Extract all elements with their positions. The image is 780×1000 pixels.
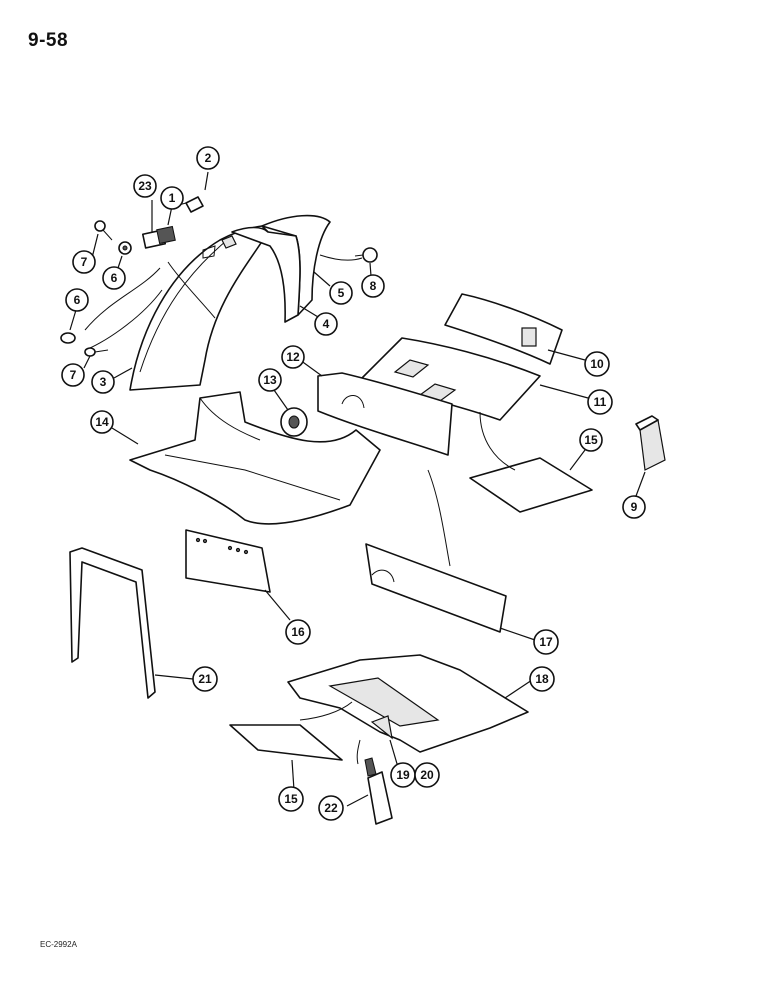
callout-12-label: 12	[286, 350, 300, 364]
callout-21: 21	[192, 666, 218, 692]
callout-4: 4	[314, 312, 338, 336]
callout-23-label: 23	[138, 179, 152, 193]
block-part-9	[635, 415, 666, 471]
callout-9: 9	[622, 495, 646, 519]
pad-part-19-20	[370, 715, 393, 740]
panel-part-17	[365, 543, 507, 633]
callout-7-upper: 7	[72, 250, 96, 274]
clip-part-1	[156, 225, 176, 245]
callout-2: 2	[196, 146, 220, 170]
callout-17: 17	[533, 629, 559, 655]
callout-22-label: 22	[324, 801, 338, 815]
screw-part-7-upper	[94, 220, 113, 241]
callout-3: 3	[91, 370, 115, 394]
panel-part-12	[317, 372, 453, 456]
callout-4-label: 4	[323, 317, 330, 331]
callout-8: 8	[361, 274, 385, 298]
callout-14: 14	[90, 410, 114, 434]
callout-6-upper-label: 6	[111, 271, 118, 285]
page-number: 9-58	[28, 30, 69, 51]
callout-5-label: 5	[338, 286, 345, 300]
bracket-plate-part-16	[185, 529, 271, 593]
seal-frame-part-21	[69, 547, 156, 699]
callout-11: 11	[587, 389, 613, 415]
callout-1-label: 1	[169, 191, 176, 205]
callout-21-label: 21	[198, 672, 212, 686]
callout-19-label: 19	[396, 768, 410, 782]
callout-16: 16	[285, 619, 311, 645]
floor-tray-part-14	[129, 391, 381, 525]
callout-23: 23	[133, 174, 157, 198]
push-rivet-part-8	[354, 247, 378, 263]
callout-9-label: 9	[631, 500, 638, 514]
callout-7-lower: 7	[61, 363, 85, 387]
fender-trim-part	[129, 214, 331, 391]
callout-20-label: 20	[420, 768, 434, 782]
callout-18: 18	[529, 666, 555, 692]
callout-12: 12	[281, 345, 305, 369]
callout-1: 1	[160, 186, 184, 210]
callout-15-lower: 15	[278, 786, 304, 812]
callout-17-label: 17	[539, 635, 553, 649]
drawing-code: EC-2992A	[40, 940, 77, 949]
callout-13: 13	[258, 368, 282, 392]
callout-2-label: 2	[205, 151, 212, 165]
callout-10: 10	[584, 351, 610, 377]
callout-7-upper-label: 7	[81, 255, 88, 269]
adhesive-tube-part-22	[364, 757, 393, 825]
floor-mat-part-18	[287, 654, 529, 753]
bung-part-13	[280, 407, 308, 437]
callout-10-label: 10	[590, 357, 604, 371]
callout-20: 20	[414, 762, 440, 788]
callout-6-lower: 6	[65, 288, 89, 312]
callout-7-lower-label: 7	[70, 368, 77, 382]
callout-18-label: 18	[535, 672, 549, 686]
callout-6-lower-label: 6	[74, 293, 81, 307]
mat-part-15-upper	[469, 457, 593, 513]
callout-22: 22	[318, 795, 344, 821]
callout-15-lower-label: 15	[284, 792, 298, 806]
callout-5: 5	[329, 281, 353, 305]
grommet-part-6-upper	[118, 241, 132, 255]
callout-14-label: 14	[95, 415, 109, 429]
callout-16-label: 16	[291, 625, 305, 639]
callout-15-upper-label: 15	[584, 433, 598, 447]
callout-13-label: 13	[263, 373, 277, 387]
callout-8-label: 8	[370, 279, 377, 293]
rear-panel-part-10	[444, 293, 563, 365]
callout-11-label: 11	[594, 395, 607, 409]
callout-6-upper: 6	[102, 266, 126, 290]
mat-part-15-lower	[229, 724, 343, 761]
callout-3-label: 3	[100, 375, 107, 389]
grommet-part-6-lower	[60, 332, 76, 344]
callout-19: 19	[390, 762, 416, 788]
callout-15-upper: 15	[579, 428, 603, 452]
